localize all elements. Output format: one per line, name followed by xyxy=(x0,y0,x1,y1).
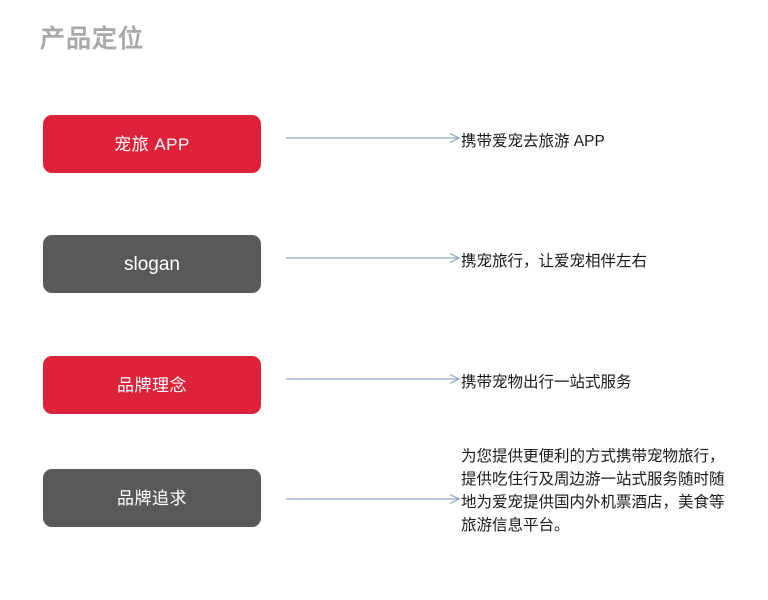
concept-box-chong-lv-app[interactable]: 宠旅 APP xyxy=(43,115,261,173)
concept-box-brand-philosophy[interactable]: 品牌理念 xyxy=(43,356,261,414)
right-arrow-icon xyxy=(286,132,462,144)
right-arrow-icon xyxy=(286,493,462,505)
concept-box-label: 宠旅 APP xyxy=(114,134,190,154)
row-description: 携带爱宠去旅游 APP xyxy=(461,133,605,150)
description-line: 提供吃住行及周边游一站式服务随时随 xyxy=(461,471,725,488)
positioning-row: 品牌理念 携带宠物出行一站式服务 xyxy=(0,356,768,414)
right-arrow-icon xyxy=(286,373,462,385)
right-arrow-icon xyxy=(286,252,462,264)
description-line: 为您提供更便利的方式携带宠物旅行， xyxy=(461,448,725,465)
concept-box-label: 品牌理念 xyxy=(117,375,187,395)
positioning-row: 品牌追求 为您提供更便利的方式携带宠物旅行， 提供吃住行及周边游一站式服务随时随… xyxy=(0,448,768,534)
concept-box-brand-pursuit[interactable]: 品牌追求 xyxy=(43,469,261,527)
row-description: 携宠旅行，让爱宠相伴左右 xyxy=(461,253,648,270)
concept-box-label: slogan xyxy=(124,253,180,275)
description-line: 旅游信息平台。 xyxy=(461,517,570,534)
page-title: 产品定位 xyxy=(40,25,145,53)
row-description: 携带宠物出行一站式服务 xyxy=(461,374,632,391)
concept-box-slogan[interactable]: slogan xyxy=(43,235,261,293)
positioning-row: slogan 携宠旅行，让爱宠相伴左右 xyxy=(0,235,768,293)
description-line: 地为爱宠提供国内外机票酒店，美食等 xyxy=(461,494,725,511)
positioning-row: 宠旅 APP 携带爱宠去旅游 APP xyxy=(0,115,768,173)
row-description: 为您提供更便利的方式携带宠物旅行， 提供吃住行及周边游一站式服务随时随 地为爱宠… xyxy=(461,445,751,537)
concept-box-label: 品牌追求 xyxy=(117,488,187,508)
